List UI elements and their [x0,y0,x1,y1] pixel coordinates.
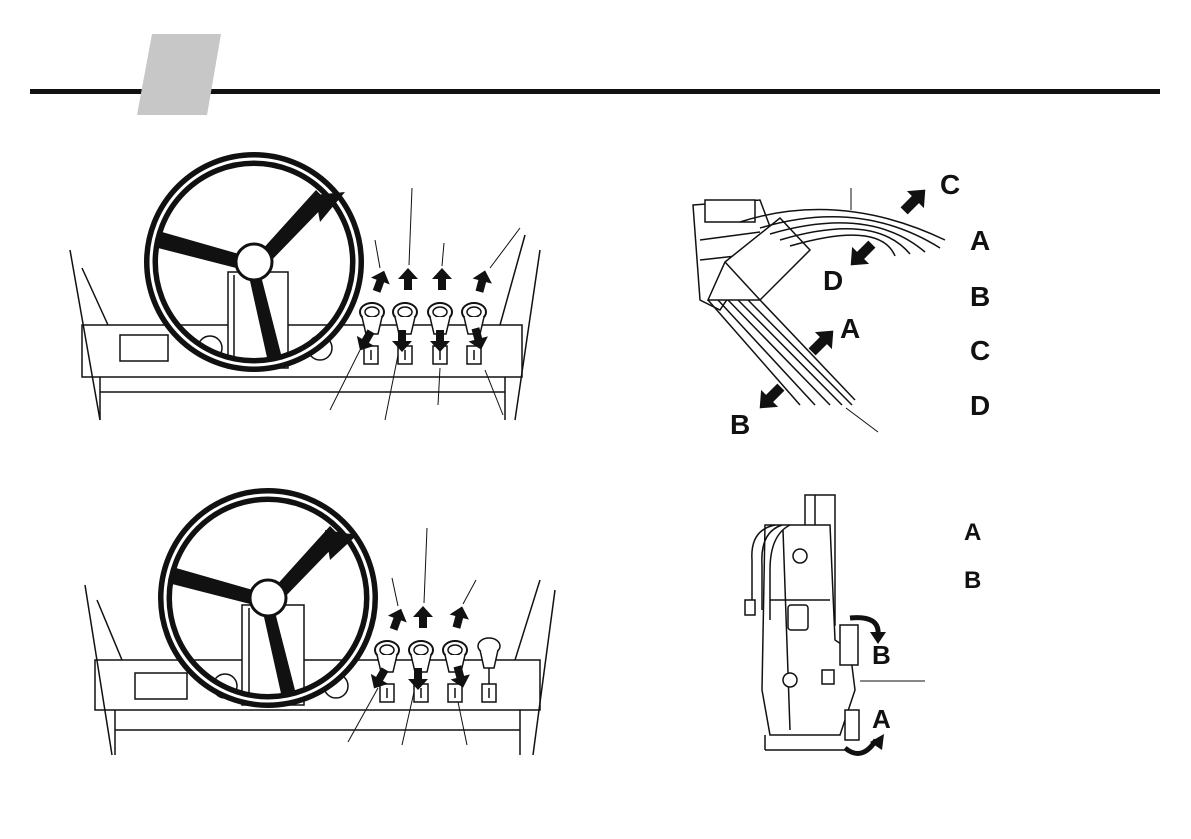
chapter-tab [137,34,221,115]
rotator-arrow-label-a: A [872,704,891,734]
rotator-diagram [745,495,859,750]
fork-arrow-label-a: A [840,313,860,344]
fork-arrow-label-d: D [823,265,843,296]
fork-arrow-label-b: B [730,409,750,440]
fork-legend-d: D [970,390,990,421]
rotator-legend-a: A [964,519,981,546]
fork-arrow-label-c: C [940,169,960,200]
fork-legend-b: B [970,281,990,312]
rotator-arrow-label-b: B [872,640,891,670]
rotator-legend-b: B [964,567,981,594]
fork-legend-c: C [970,335,990,366]
fork-legend-a: A [970,225,990,256]
callout-lines-top [330,188,520,420]
fork-clamp-diagram [693,200,945,405]
